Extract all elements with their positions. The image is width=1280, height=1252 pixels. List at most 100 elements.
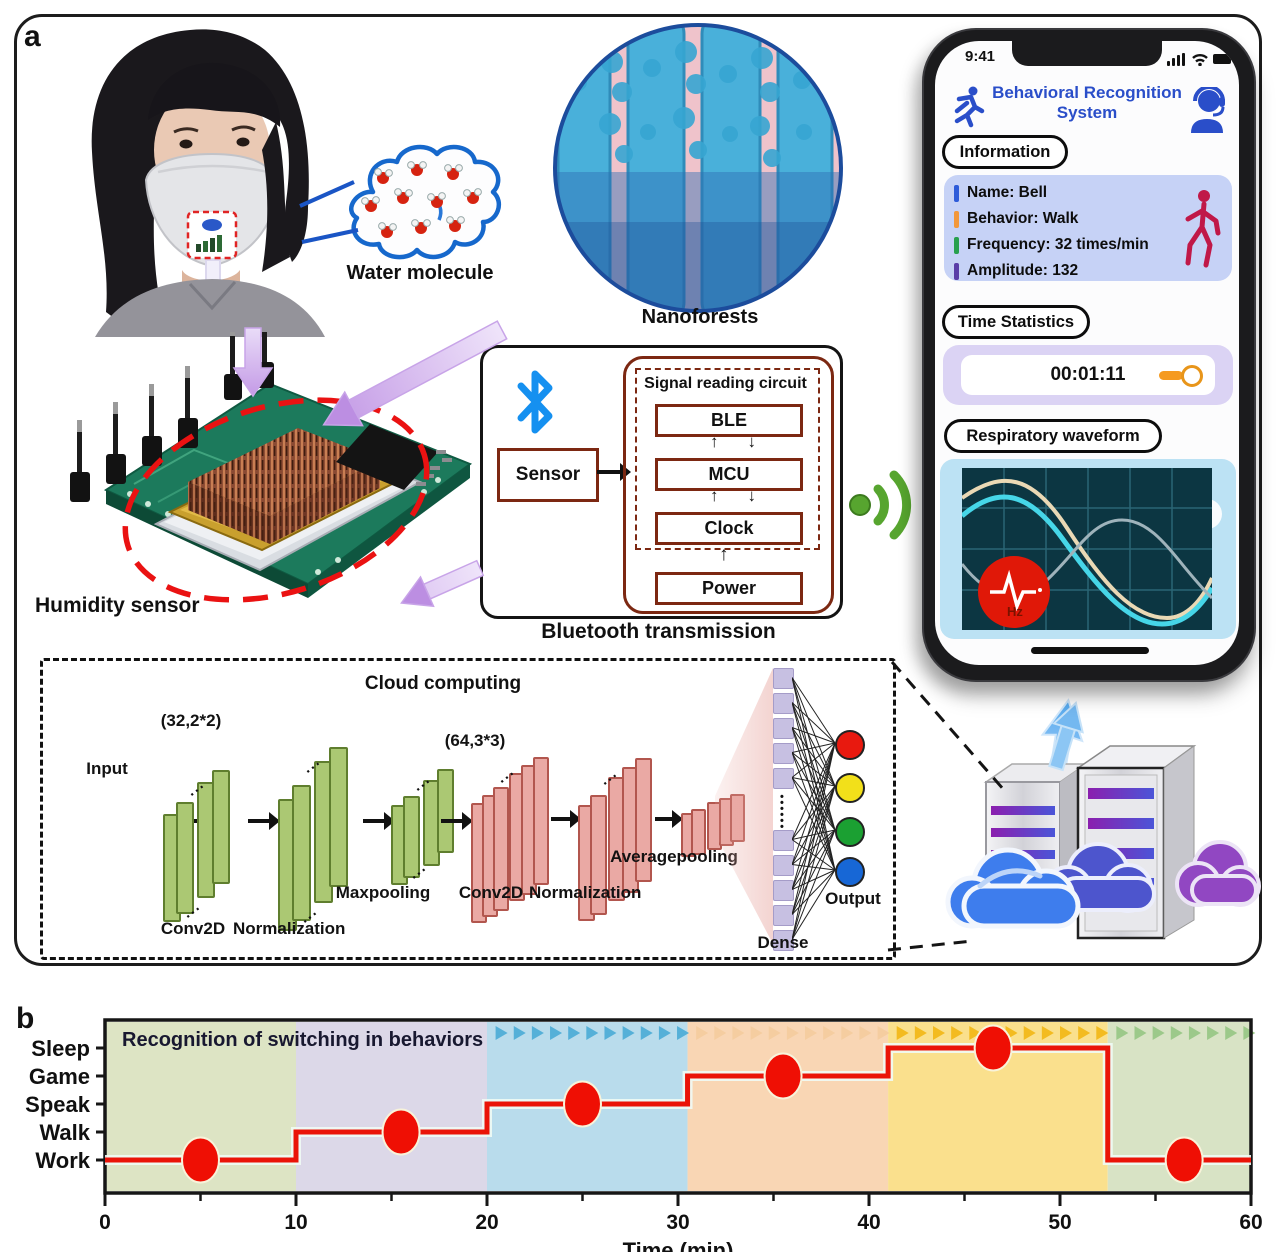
info-row-frequency: Frequency: 32 times/min [954, 234, 1149, 256]
output-node-red [835, 730, 865, 760]
nanoforests-micrograph [553, 23, 843, 313]
svg-text:10: 10 [284, 1211, 307, 1234]
wave-cream [962, 478, 1212, 621]
water-molecule-label: Water molecule [346, 262, 494, 284]
h2o-molecules [361, 161, 482, 238]
svg-text:Speak: Speak [25, 1092, 91, 1117]
row-bar [954, 262, 959, 280]
cloud-blue [945, 847, 1081, 929]
timer-display: 00:01:11 [961, 355, 1215, 395]
support-agent-icon [1191, 87, 1225, 133]
info-row-name: Name: Bell [954, 182, 1047, 204]
sensor-to-circuit-arrow [597, 463, 631, 481]
behavior-switch-chart: Recognition of switching in behaviorsSle… [25, 1018, 1263, 1234]
svg-text:Walk: Walk [39, 1120, 90, 1145]
svg-text:Game: Game [29, 1064, 90, 1089]
conv1-annotation: (32,2*2) [160, 711, 222, 730]
person-with-mask-illustration [91, 29, 325, 337]
app-title: Behavioral Recognition System [992, 83, 1182, 123]
svg-text:0: 0 [99, 1211, 111, 1234]
row-bar [954, 236, 959, 254]
output-node-yellow [835, 773, 865, 803]
norm1-label: Normalization [233, 919, 346, 938]
upload-arrow [1040, 698, 1084, 772]
dense-ellipsis: •••••• [780, 791, 784, 833]
output-node-blue [835, 857, 865, 887]
svg-text:50: 50 [1048, 1211, 1071, 1234]
time-statistics-pill[interactable]: Time Statistics [942, 305, 1090, 339]
sensor-box: Sensor [497, 448, 599, 502]
waveform-plot: Hz [962, 468, 1212, 630]
cloud-purple [1175, 840, 1261, 907]
walking-person-icon [1185, 190, 1221, 268]
timer-toggle[interactable] [1159, 365, 1203, 387]
conv2-layers: ··· [471, 753, 555, 923]
output-node-green [835, 817, 865, 847]
conv1-layers: ··· ··· [163, 766, 243, 926]
power-arrow: ↑ [719, 544, 729, 565]
status-time: 9:41 [965, 48, 996, 65]
norm1-layers: ··· ··· [278, 741, 358, 931]
output-label: Output [825, 889, 881, 908]
runner-icon [954, 86, 985, 128]
humidity-sensor-label: Humidity sensor [35, 594, 200, 617]
cloud-computing-title: Cloud computing [364, 673, 522, 694]
timer-card: 00:01:11 [943, 345, 1233, 405]
water-molecule-cloud [349, 144, 502, 260]
respiratory-pill[interactable]: Respiratory waveform [944, 419, 1162, 453]
signal-circuit-title: Signal reading circuit [644, 375, 807, 392]
svg-text:Recognition of switching in be: Recognition of switching in behaviors [122, 1029, 483, 1051]
svg-text:30: 30 [666, 1211, 689, 1234]
maxpool-layers: ··· ··· [391, 765, 467, 895]
power-box: Power [655, 572, 803, 605]
cnn-arrow-3 [363, 812, 395, 830]
clock-box: Clock [655, 512, 803, 545]
signal-circuit-dashed-box [635, 368, 820, 550]
flatten-cone [715, 668, 773, 944]
cnn-arrow-6 [655, 810, 683, 828]
dense-output-connections [792, 677, 836, 940]
cloud-servers-illustration [945, 698, 1261, 940]
circuit-outline [623, 356, 834, 614]
conv2-label: Conv2D [458, 883, 524, 902]
input-label: Input [86, 759, 128, 778]
humidity-sensor-board [70, 332, 473, 603]
battery-icon [1213, 54, 1231, 64]
row-bar [954, 210, 959, 228]
wave-cyan [962, 494, 1212, 627]
timer-value: 00:01:11 [1050, 364, 1126, 385]
ble-mcu-arrows: ↑↓ [710, 432, 756, 451]
info-row-amplitude: Amplitude: 132 [954, 260, 1078, 282]
avgpool-label: Averagepooling [610, 847, 738, 866]
ble-box: BLE [655, 404, 803, 437]
mcu-clock-arrows: ↑↓ [710, 486, 756, 505]
information-pill[interactable]: Information [942, 135, 1068, 169]
panel-a-label: a [24, 20, 41, 53]
cnn-arrow-5 [551, 810, 581, 828]
info-row-behavior: Behavior: Walk [954, 208, 1078, 230]
status-icons [1167, 52, 1234, 66]
svg-text:Hz: Hz [1007, 604, 1023, 619]
svg-text:Work: Work [35, 1148, 90, 1173]
red-dashed-highlight [122, 397, 430, 603]
phone-screen: 9:41 Behavioral Recognition S [935, 41, 1239, 665]
nanoforest-block [188, 428, 380, 544]
bluetooth-transmission-box: Sensor Signal reading circuit BLE ↑↓ MCU… [480, 345, 843, 619]
waveform-card: Hz [940, 459, 1236, 639]
norm2-layers: ··· [578, 753, 658, 921]
bluetooth-caption: Bluetooth transmission [541, 620, 776, 643]
maxpool-label: Maxpooling [335, 883, 431, 902]
cloud-computing-box: Cloud computing Input (32,2*2) ··· ··· C… [40, 658, 896, 960]
phone-notch [1012, 41, 1162, 66]
svg-text:60: 60 [1239, 1211, 1262, 1234]
conv1-label: Conv2D [160, 919, 226, 938]
home-indicator[interactable] [1031, 647, 1149, 654]
dense-column: •••••• [773, 668, 794, 951]
panel-b-label: b [16, 1002, 35, 1035]
svg-text:20: 20 [475, 1211, 498, 1234]
x-axis-title: Time (min) [622, 1238, 734, 1252]
row-bar [954, 184, 959, 202]
svg-text:40: 40 [857, 1211, 880, 1234]
cnn-arrow-2 [248, 812, 280, 830]
